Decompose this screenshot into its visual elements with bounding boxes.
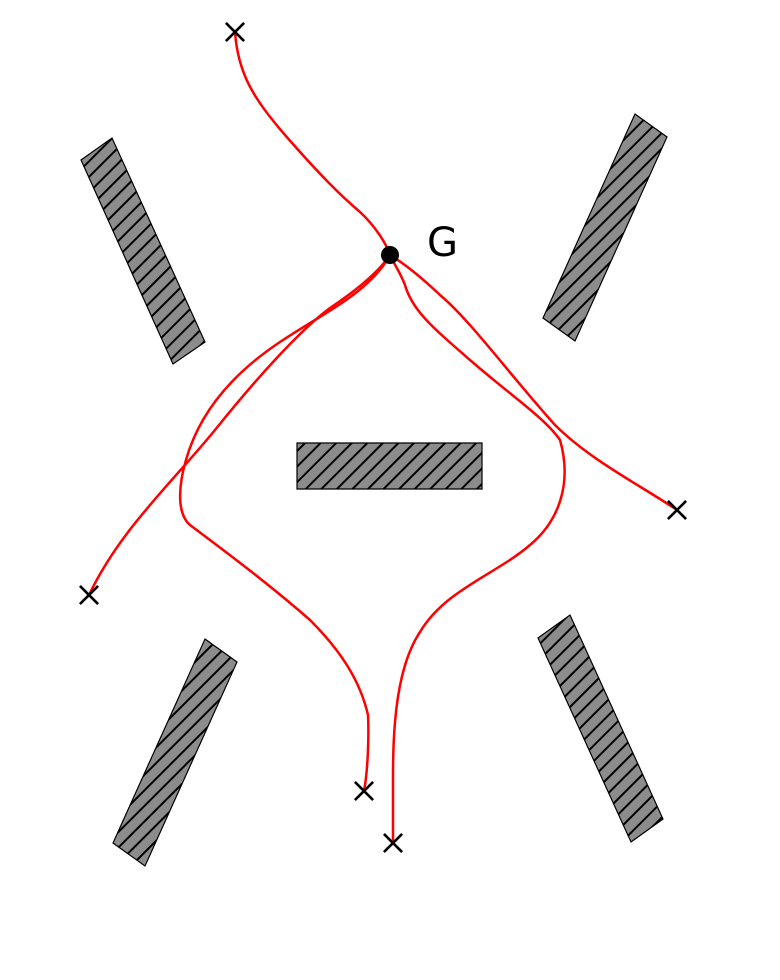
path-from-bottom-left xyxy=(178,253,392,793)
goal-point xyxy=(381,246,399,264)
start-left-x-icon xyxy=(78,584,100,606)
start-right-x-icon xyxy=(666,499,688,521)
obstacle-lower-right-bar xyxy=(537,614,664,843)
start-bottom-left-x-icon xyxy=(353,780,375,802)
obstacle-center-bar xyxy=(296,442,483,490)
start-markers-layer xyxy=(78,21,688,854)
path-from-bottom-right xyxy=(388,253,566,845)
path-from-right xyxy=(388,253,679,512)
start-bottom-right-x-icon xyxy=(382,832,404,854)
paths-layer xyxy=(87,30,679,845)
obstacle-lower-left-bar xyxy=(112,638,238,867)
obstacle-upper-left-bar xyxy=(80,137,206,365)
obstacle-upper-right-bar xyxy=(542,113,668,342)
goal-label: G xyxy=(427,220,458,266)
path-from-left xyxy=(87,253,392,597)
start-top-x-icon xyxy=(224,21,246,43)
obstacles-layer xyxy=(80,113,668,867)
path-from-top xyxy=(233,30,392,257)
